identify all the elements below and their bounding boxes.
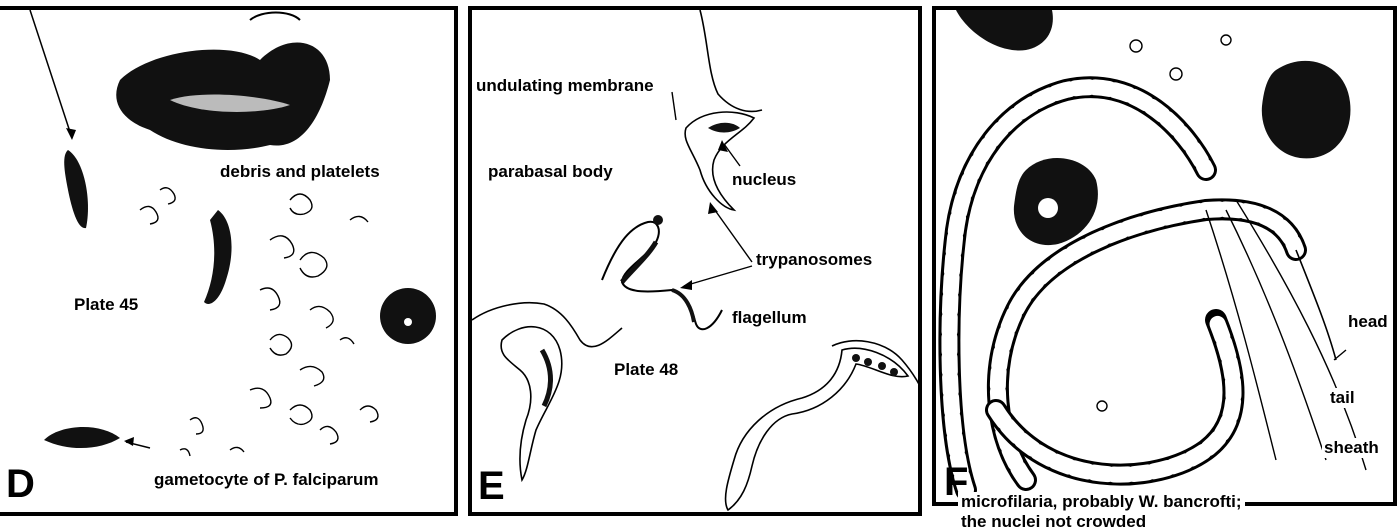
plate-45-label: Plate 45 <box>72 295 140 315</box>
dark-cell-right <box>1262 61 1351 159</box>
panel-letter-d: D <box>6 464 35 504</box>
label-flagellum: flagellum <box>730 308 809 328</box>
label-tail: tail <box>1328 388 1357 408</box>
panel-e: undulating membrane parabasal body nucle… <box>468 6 922 516</box>
dark-cell-center <box>1014 158 1098 245</box>
label-parabasal-body: parabasal body <box>486 162 615 182</box>
debris-squiggles <box>140 166 378 456</box>
microfilaria-inner-loop <box>998 209 1296 480</box>
panel-d-illustration <box>0 10 458 516</box>
label-sheath: sheath <box>1322 438 1381 458</box>
parabasal-body-mark <box>653 215 663 225</box>
pointer-line <box>30 10 72 138</box>
plate-48-label: Plate 48 <box>612 360 680 380</box>
trypanosome-left <box>501 327 562 480</box>
panel-f-illustration <box>936 10 1397 506</box>
trypanosome-right <box>726 348 908 510</box>
label-trypanosomes: trypanosomes <box>754 250 874 270</box>
label-head: head <box>1346 312 1390 332</box>
caption-line-2: the nuclei not crowded <box>958 512 1149 528</box>
crescent-gametocyte <box>204 210 232 304</box>
caption-line-1: microfilaria, probably W. bancrofti; <box>958 492 1245 512</box>
panel-f: head tail sheath F <box>932 6 1397 506</box>
label-nucleus: nucleus <box>730 170 798 190</box>
dark-cell-top <box>956 10 1053 50</box>
gametocyte-left <box>64 150 88 228</box>
panel-d: debris and platelets Plate 45 gametocyte… <box>0 6 458 516</box>
gametocyte-bottom <box>44 427 120 448</box>
tail-line <box>1226 210 1326 460</box>
panel-letter-e: E <box>478 466 505 506</box>
dark-round-cell <box>380 288 436 344</box>
label-debris-platelets: debris and platelets <box>218 162 382 182</box>
label-undulating-membrane: undulating membrane <box>474 76 656 96</box>
label-gametocyte: gametocyte of P. falciparum <box>152 470 381 490</box>
